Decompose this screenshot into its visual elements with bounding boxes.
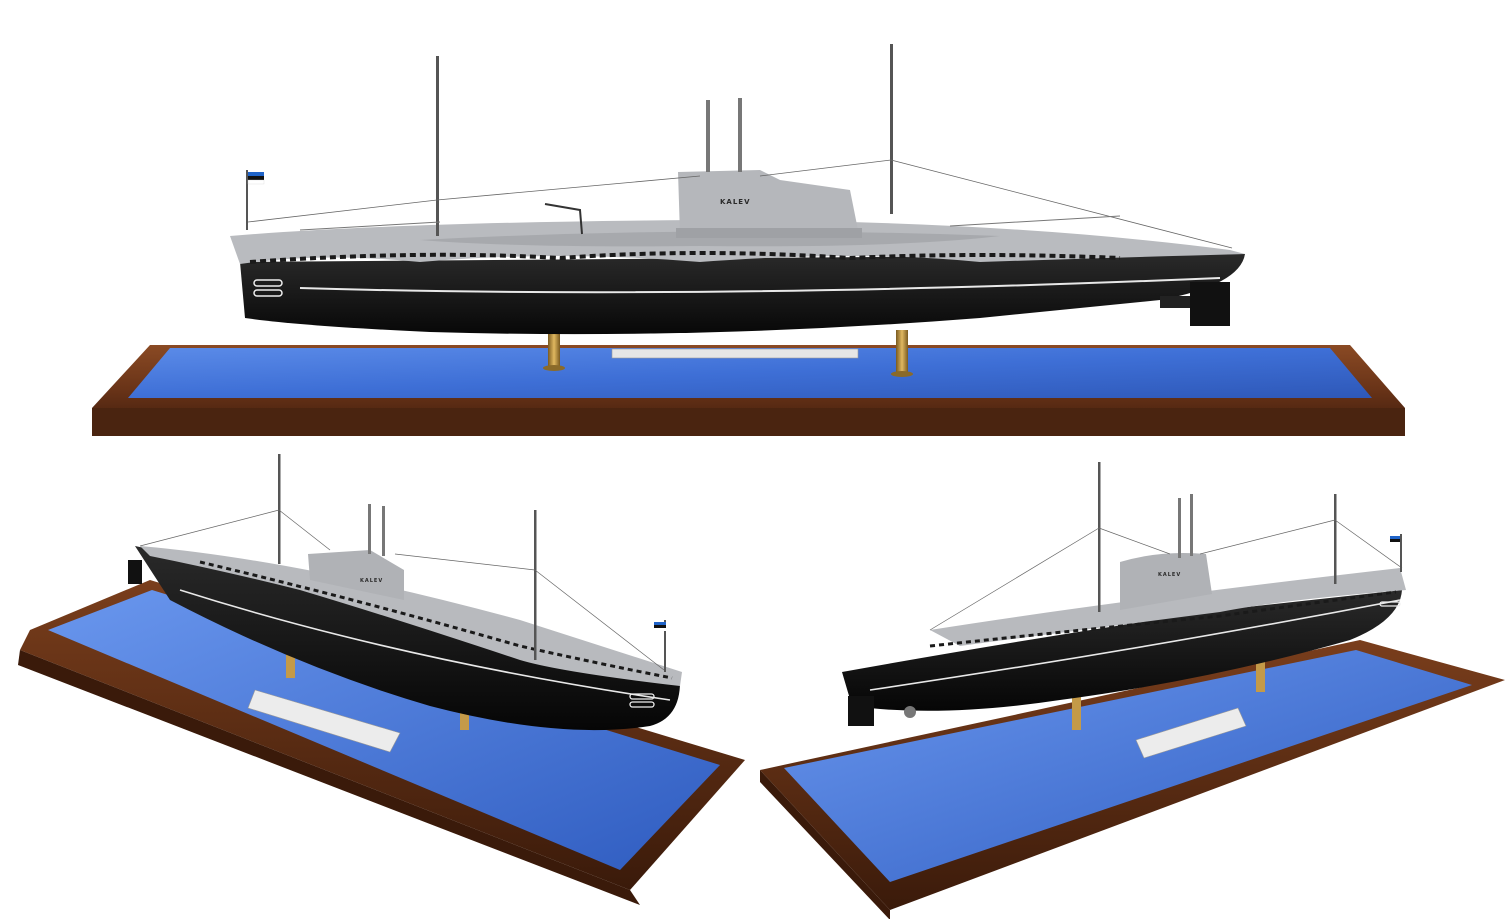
- flood-holes: [249, 251, 1121, 264]
- name-plaque: [247, 689, 401, 753]
- model-photo-stern-quarter-view: KALEV: [760, 450, 1508, 919]
- wooden-base-front: [92, 408, 1405, 436]
- brass-stand: [548, 330, 560, 368]
- periscope: [738, 98, 742, 172]
- conning-tower: [678, 170, 858, 234]
- estonian-flag: [1390, 536, 1400, 545]
- model-photo-bow-quarter-view: KALEV: [0, 450, 760, 919]
- name-plaque: [611, 348, 859, 359]
- estonian-flag: [247, 172, 265, 185]
- svg-text:KALEV: KALEV: [360, 578, 383, 584]
- model-photo-side-view: KALEV: [0, 0, 1508, 450]
- lower-hull: [240, 254, 1245, 335]
- flag-pole: [246, 170, 248, 230]
- brass-stand: [896, 330, 908, 374]
- hull-name: KALEV: [720, 198, 751, 206]
- lower-hull: [135, 546, 680, 731]
- conning-tower: [1120, 553, 1212, 610]
- estonian-flag: [654, 622, 666, 631]
- upper-hull: [930, 568, 1406, 646]
- bow-quarter-illustration: KALEV: [18, 454, 745, 905]
- radio-mast: [890, 44, 893, 214]
- blue-display-sheet: [784, 650, 1472, 882]
- side-view-illustration: KALEV: [92, 44, 1405, 436]
- svg-text:KALEV: KALEV: [1158, 572, 1181, 578]
- boot-stripe: [299, 277, 1221, 294]
- periscope: [706, 100, 710, 172]
- conning-tower: [308, 550, 404, 600]
- name-plaque: [1135, 707, 1247, 759]
- stern-quarter-illustration: KALEV: [760, 462, 1505, 919]
- radio-mast: [436, 56, 439, 236]
- blue-display-sheet: [128, 348, 1372, 398]
